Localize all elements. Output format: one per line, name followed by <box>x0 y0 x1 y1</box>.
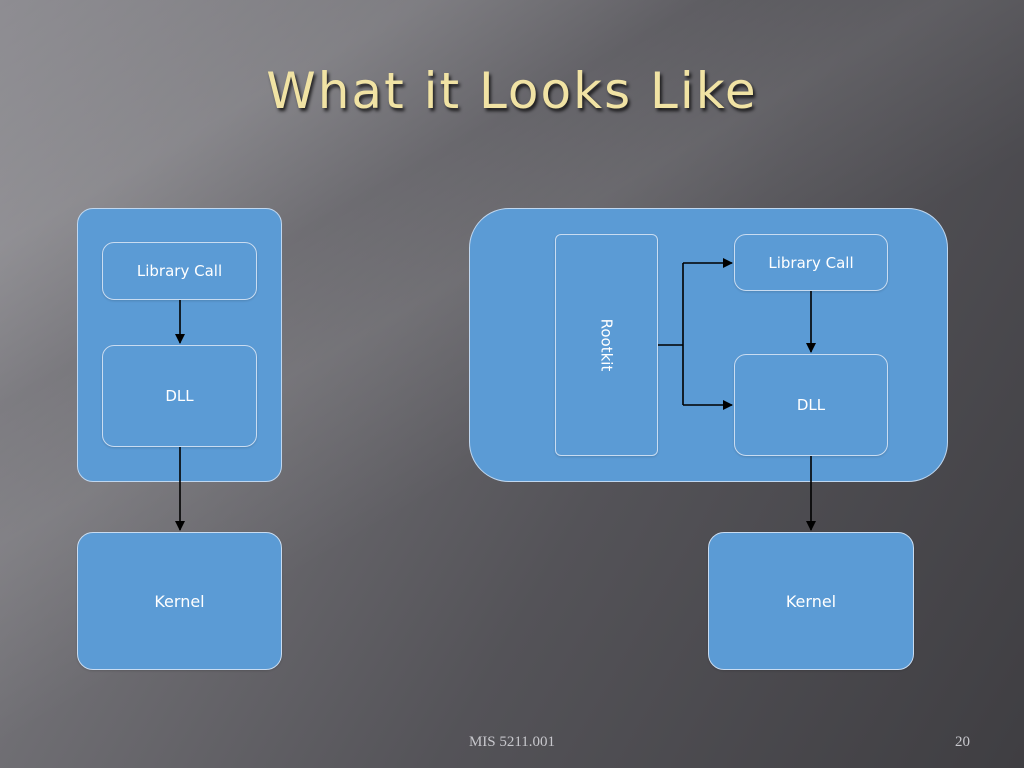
left-library-call-label: Library Call <box>136 262 223 280</box>
right-dll-label: DLL <box>796 396 826 414</box>
left-kernel-box: Kernel <box>77 532 282 670</box>
footer-page-number: 20 <box>955 734 970 750</box>
left-dll-label: DLL <box>165 387 194 405</box>
right-library-call-label: Library Call <box>768 253 854 272</box>
right-dll-box: DLL <box>734 354 888 456</box>
left-library-call-box: Library Call <box>102 242 257 300</box>
right-kernel-box: Kernel <box>708 532 914 670</box>
footer-course: MIS 5211.001 <box>468 734 556 750</box>
left-dll-box: DLL <box>102 345 257 447</box>
right-kernel-label: Kernel <box>785 591 837 611</box>
left-kernel-label: Kernel <box>154 591 205 611</box>
right-library-call-box: Library Call <box>734 234 888 291</box>
rootkit-box: Rootkit <box>555 234 658 456</box>
slide-title: What it Looks Like <box>266 62 758 120</box>
